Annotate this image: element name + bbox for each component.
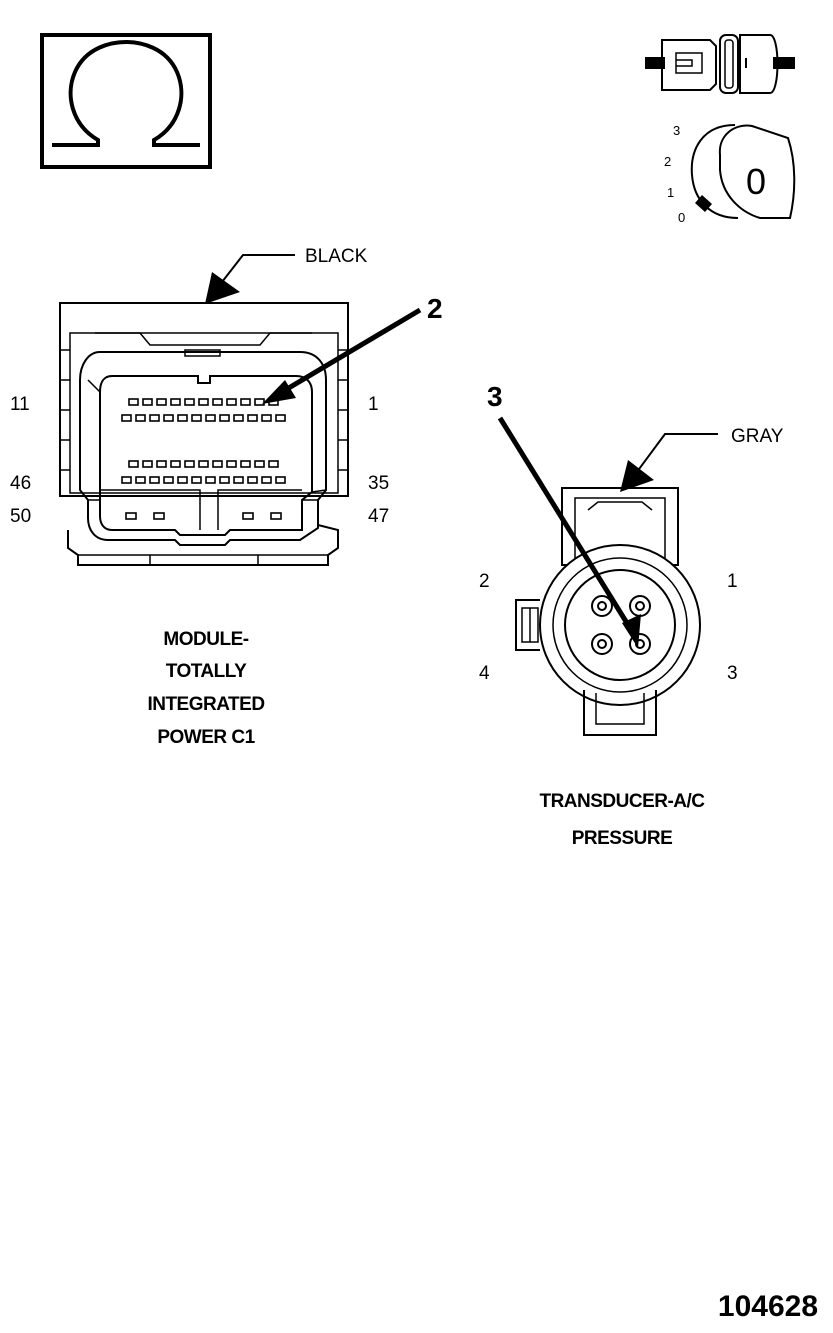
connector-disconnect-icon	[645, 34, 795, 94]
connector-c1-pin-label-50: 50	[10, 506, 31, 527]
key-position-2: 2	[664, 154, 671, 169]
transducer-pin-label-3: 3	[727, 663, 738, 684]
connector-c1-pin-label-11: 11	[10, 394, 30, 415]
connector-c1-caption-line-4: POWER C1	[157, 727, 255, 748]
transducer-caption-line-1: TRANSDUCER-A/C	[539, 791, 705, 812]
transducer-caption-line-2: PRESSURE	[572, 828, 673, 849]
transducer-pin-label-1: 1	[727, 571, 738, 592]
transducer-pins	[591, 595, 651, 655]
key-position-1: 1	[667, 185, 674, 200]
transducer-color-label: GRAY	[731, 426, 784, 447]
key-current-position: 0	[746, 161, 766, 202]
connector-c1-caption-line-2: TOTALLY	[166, 661, 247, 682]
connector-c1-callout-number: 2	[427, 293, 443, 324]
transducer-callout-number: 3	[487, 381, 503, 412]
key-position-0: 0	[678, 210, 685, 225]
transducer-pin-label-2: 2	[479, 571, 490, 592]
figure-id: 104628	[718, 1290, 818, 1323]
connector-c1: BLACK 2	[10, 246, 443, 748]
connector-c1-pin-label-35: 35	[368, 473, 389, 494]
ignition-key-icon: 3 2 1 0 0	[664, 123, 796, 225]
ohm-icon	[52, 39, 200, 147]
key-position-3: 3	[673, 123, 680, 138]
ohmmeter-symbol	[40, 33, 212, 169]
connector-c1-pin-cavities	[121, 398, 286, 520]
connector-c1-color-label: BLACK	[305, 246, 368, 267]
connector-c1-caption-line-3: INTEGRATED	[147, 694, 264, 715]
connector-c1-caption-line-1: MODULE-	[163, 629, 248, 650]
transducer-connector: GRAY 3 2 1 4 3 TRANSDUCER	[479, 381, 784, 849]
connector-c1-pin-label-46: 46	[10, 473, 31, 494]
connector-c1-pin-label-47: 47	[368, 506, 389, 527]
connector-c1-pin-label-1: 1	[368, 394, 379, 415]
transducer-pin-label-4: 4	[479, 663, 490, 684]
